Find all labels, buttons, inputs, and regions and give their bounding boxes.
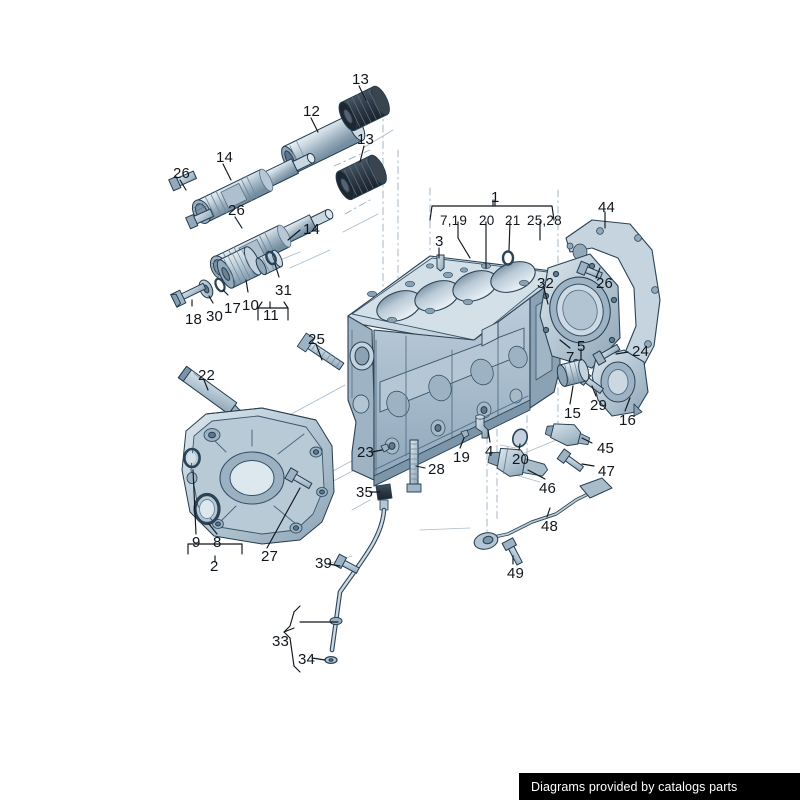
callout-34: 34: [298, 651, 316, 668]
callout-25-28: 25,28: [527, 213, 562, 228]
callout-10: 10: [242, 297, 260, 314]
callout-14-upper: 14: [216, 149, 234, 166]
callout-16: 16: [619, 412, 637, 429]
callout-32: 32: [537, 275, 555, 292]
callout-25: 25: [308, 331, 326, 348]
callout-21: 21: [505, 213, 521, 228]
callout-26-a: 26: [173, 165, 191, 182]
attribution-banner: Diagrams provided by catalogs parts: [519, 773, 800, 800]
callout-35: 35: [356, 484, 374, 501]
callout-17: 17: [224, 300, 242, 317]
callout-12: 12: [303, 103, 321, 120]
callout-9: 9: [192, 534, 201, 551]
callout-5: 5: [577, 338, 586, 355]
callout-24: 24: [632, 343, 650, 360]
callout-30: 30: [206, 308, 224, 325]
callout-28: 28: [428, 461, 446, 478]
callout-26-c: 26: [596, 275, 614, 292]
callout-7: 7: [566, 349, 575, 366]
callout-18: 18: [185, 311, 203, 328]
attribution-text: Diagrams provided by catalogs parts: [531, 779, 738, 794]
callout-13-upper: 13: [352, 71, 370, 88]
callout-47: 47: [598, 463, 616, 480]
callout-7-19: 7,19: [440, 213, 468, 228]
callout-20-low: 20: [512, 451, 530, 468]
callout-23: 23: [357, 444, 375, 461]
callout-11: 11: [263, 307, 279, 324]
callout-1: 1: [491, 189, 500, 206]
callout-33: 33: [272, 633, 290, 650]
callout-49: 49: [507, 565, 525, 582]
callout-46: 46: [539, 480, 557, 497]
callout-19: 19: [453, 449, 471, 466]
callout-44: 44: [598, 199, 616, 216]
callout-26-b: 26: [228, 202, 246, 219]
callout-4: 4: [485, 443, 494, 460]
callout-22: 22: [198, 367, 216, 384]
callout-20-top: 20: [479, 213, 495, 228]
callout-14-lower: 14: [303, 221, 321, 238]
callout-31: 31: [275, 282, 293, 299]
callout-45: 45: [597, 440, 615, 457]
callout-8: 8: [213, 534, 222, 551]
callout-15: 15: [564, 405, 582, 422]
callout-3: 3: [435, 233, 444, 250]
callout-13-lower: 13: [357, 131, 375, 148]
callout-48: 48: [541, 518, 559, 535]
callout-29: 29: [590, 397, 608, 414]
callout-27: 27: [261, 548, 279, 565]
callout-2: 2: [210, 558, 219, 575]
callout-39: 39: [315, 555, 333, 572]
